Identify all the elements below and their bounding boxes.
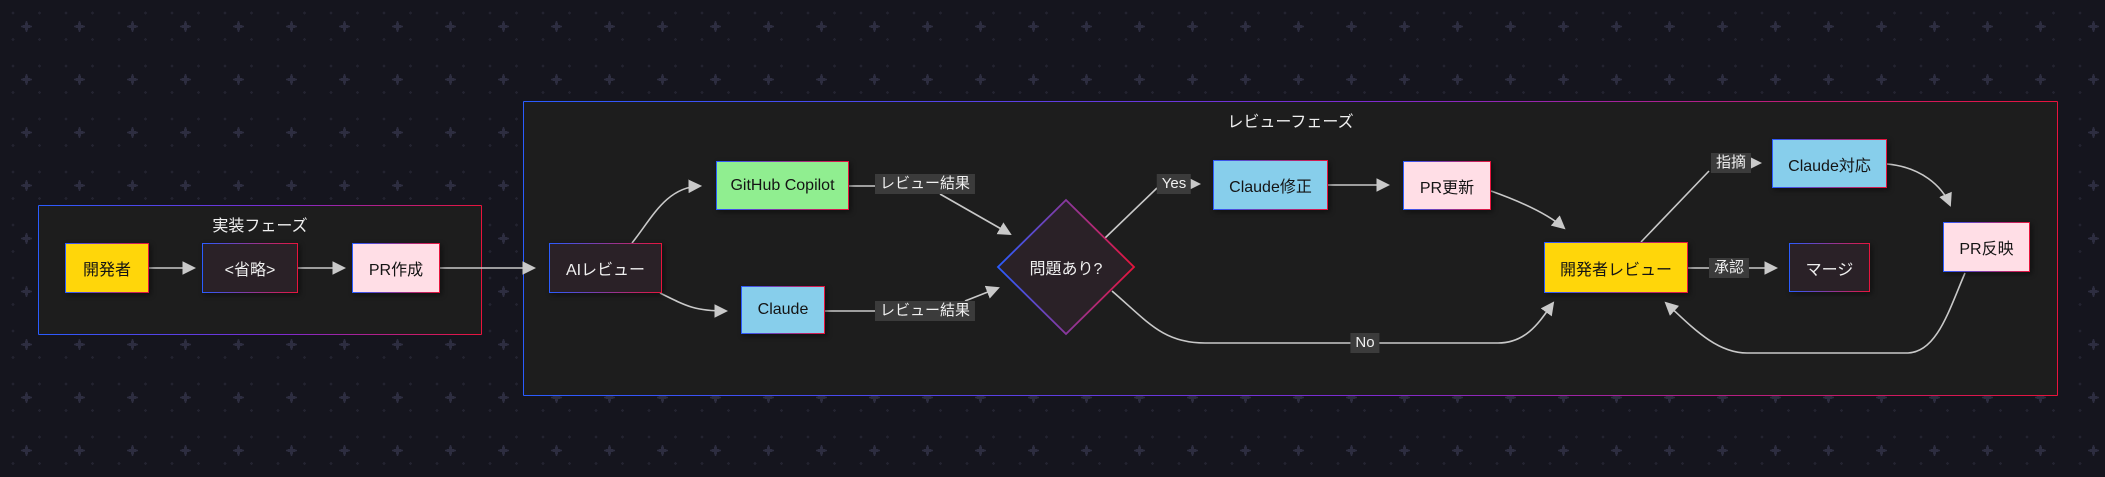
node-pr-reflect-label: PR反映: [1959, 241, 2014, 258]
edge-label-to-diamond-bottom: [964, 285, 1000, 302]
edge-label-point-out: 指摘: [1710, 153, 1752, 173]
edge-prupdate-to-devreview: [1490, 190, 1566, 230]
edge-claudehandle-to-prreflect: [1886, 163, 1952, 207]
edge-diamond-no-to-devreview: [1111, 290, 1555, 344]
node-pr-reflect: PR反映: [1943, 222, 2030, 272]
node-github-copilot: GitHub Copilot: [716, 161, 849, 210]
node-pr-create-label: PR作成: [368, 262, 424, 279]
subgraph-review-title: レビューフェーズ: [1227, 114, 1354, 131]
node-claude-fix: Claude修正: [1213, 160, 1328, 210]
node-developer-label: 開発者: [82, 262, 131, 279]
node-developer: 開発者: [65, 243, 149, 293]
node-developer-review: 開発者レビュー: [1544, 242, 1688, 293]
node-omitted-label: <省略>: [224, 262, 276, 279]
edge-label-yes: Yes: [1156, 174, 1192, 194]
edge-label-approve: 承認: [1708, 258, 1750, 278]
edge-aireview-to-claude: [659, 292, 729, 318]
node-claude-fix-label: Claude修正: [1229, 179, 1312, 196]
edge-prreflect-to-devreview: [1664, 272, 1966, 354]
decision-problem-label: 問題あり?: [1029, 261, 1103, 278]
node-ai-review: AIレビュー: [549, 243, 662, 293]
node-claude-handle-label: Claude対応: [1788, 157, 1871, 175]
node-pr-update-label: PR更新: [1419, 179, 1475, 197]
node-developer-review-label: 開発者レビュー: [1559, 261, 1672, 279]
edge-devreview-to-shiteki: [1640, 170, 1710, 243]
node-pr-update: PR更新: [1403, 161, 1491, 210]
edge-label-no: No: [1350, 333, 1380, 353]
edge-diamond-to-yes: [1103, 187, 1158, 240]
node-merge: マージ: [1789, 243, 1870, 292]
node-ai-review-label: AIレビュー: [565, 262, 646, 279]
decision-problem-diamond: [996, 198, 1136, 336]
edge-label-review-result-bottom: レビュー結果: [874, 301, 976, 321]
node-pr-create: PR作成: [352, 243, 440, 293]
subgraph-implementation-title: 実装フェーズ: [212, 218, 308, 235]
edge-label-review-result-top: レビュー結果: [874, 174, 976, 194]
node-github-copilot-label: GitHub Copilot: [730, 176, 835, 194]
node-claude-handle: Claude対応: [1772, 139, 1887, 188]
edge-label-to-diamond-top: [939, 193, 1012, 236]
node-merge-label: マージ: [1805, 261, 1854, 279]
node-claude-label: Claude: [757, 301, 809, 318]
edge-paths: [149, 156, 1966, 354]
edge-aireview-to-copilot: [631, 179, 703, 244]
node-omitted: <省略>: [202, 243, 298, 293]
node-claude: Claude: [741, 286, 825, 334]
